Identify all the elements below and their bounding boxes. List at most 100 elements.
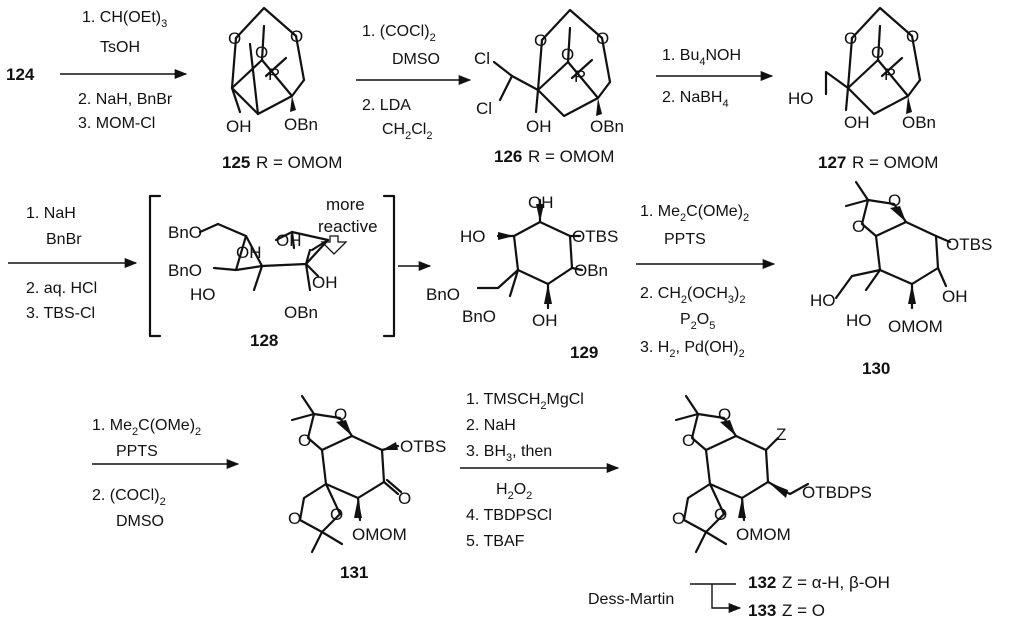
atom-OH: OH xyxy=(526,117,552,136)
atom-OMOM: OMOM xyxy=(352,525,407,544)
atom-R: R xyxy=(574,67,586,86)
step5-reagent-1: 1. Me2C(OMe)2 xyxy=(640,203,749,224)
atom-HO: HO xyxy=(190,285,216,304)
atom-OTBS: OTBS xyxy=(400,437,446,456)
atom-OTBS: OTBS xyxy=(946,235,992,254)
structure-132: O O Z OTBDPS O O OMOM xyxy=(672,394,872,554)
atom-OMOM: OMOM xyxy=(888,317,943,336)
atom-OH: OH xyxy=(236,243,262,262)
step2-reagent-2: DMSO xyxy=(392,51,440,68)
atom-OTBS: OTBS xyxy=(572,227,618,246)
atom-OBn: OBn xyxy=(902,113,936,132)
atom-OTBDPS: OTBDPS xyxy=(802,483,872,502)
atom-Cl: Cl xyxy=(474,49,490,68)
atom-R: R xyxy=(884,65,896,84)
atom-O: O xyxy=(290,27,303,46)
step7-reagent-6: 5. TBAF xyxy=(466,533,525,550)
atom-O: O xyxy=(334,405,347,424)
atom-O: O xyxy=(596,29,609,48)
step2-reagent-1: 1. (COCl)2 xyxy=(362,23,436,44)
atom-O: O xyxy=(718,405,731,424)
z-label-133: Z = O xyxy=(782,601,825,620)
step7-reagent-5: 4. TBDPSCl xyxy=(466,507,552,524)
compound-number-129: 129 xyxy=(570,343,598,362)
atom-OMOM: OMOM xyxy=(736,525,791,544)
compound-number-125: 125 xyxy=(222,153,250,172)
atom-BnO: BnO xyxy=(462,307,496,326)
step2-reagent-3: 2. LDA xyxy=(362,97,411,114)
structure-127: O O O R HO OH OBn xyxy=(788,6,936,132)
step7-reagent-1: 1. TMSCH2MgCl xyxy=(466,391,584,412)
atom-HO: HO xyxy=(460,227,486,246)
atom-O: O xyxy=(534,31,547,50)
atom-O: O xyxy=(288,509,301,528)
atom-OBn: OBn xyxy=(590,117,624,136)
atom-R: R xyxy=(268,65,280,84)
atom-BnO: BnO xyxy=(168,223,202,242)
step6-reagent-4: DMSO xyxy=(116,513,164,530)
atom-HO: HO xyxy=(846,311,872,330)
step5-reagent-4: P2O5 xyxy=(680,311,715,332)
structure-130: O O OTBS OH HO HO OMOM xyxy=(810,180,992,336)
structure-126: O O O R Cl Cl OH OBn xyxy=(474,8,624,136)
atom-BnO: BnO xyxy=(168,261,202,280)
atom-OH: OH xyxy=(276,231,302,250)
step1-reagent-1: 1. CH(OEt)3 xyxy=(82,9,167,30)
z-label-132: Z = α-H, β-OH xyxy=(782,573,890,592)
dess-martin-arrow xyxy=(711,584,742,614)
step7-reagent-4: H2O2 xyxy=(496,481,532,502)
atom-Cl: Cl xyxy=(476,99,492,118)
atom-OH: OH xyxy=(226,117,252,136)
step4-reagent-3: 2. aq. HCl xyxy=(26,280,97,297)
atom-O: O xyxy=(330,505,343,524)
atom-OBn: OBn xyxy=(284,115,318,134)
atom-O: O xyxy=(398,489,411,508)
step1-reagent-3: 2. NaH, BnBr xyxy=(78,91,173,108)
atom-O: O xyxy=(672,509,685,528)
atom-O: O xyxy=(906,27,919,46)
step4-reagent-4: 3. TBS-Cl xyxy=(26,305,95,322)
step7-reagent-2: 2. NaH xyxy=(466,417,516,434)
step5-reagent-2: PPTS xyxy=(664,231,706,248)
step6-reagent-1: 1. Me2C(OMe)2 xyxy=(92,417,201,438)
atom-O: O xyxy=(888,191,901,210)
step6-reagent-2: PPTS xyxy=(116,443,158,460)
atom-OBn: OBn xyxy=(574,261,608,280)
atom-O: O xyxy=(255,43,268,62)
step7-reagent-3: 3. BH3, then xyxy=(466,443,552,464)
step3-reagent-2: 2. NaBH4 xyxy=(662,89,729,110)
hollow-down-arrow-icon xyxy=(320,235,348,255)
atom-HO: HO xyxy=(788,89,814,108)
step4-reagent-1: 1. NaH xyxy=(26,205,76,222)
atom-OBn: OBn xyxy=(284,303,318,322)
step5-reagent-3: 2. CH2(OCH3)2 xyxy=(640,285,746,306)
atom-O: O xyxy=(561,45,574,64)
compound-number-132: 132 xyxy=(748,573,776,592)
structure-131: O O OTBS O O O OMOM xyxy=(288,394,446,554)
structure-128: BnO BnO OH OH HO OH OBn xyxy=(168,222,338,322)
more-reactive-note-line1: more xyxy=(326,195,365,214)
more-reactive-note-line2: reactive xyxy=(318,217,378,236)
compound-number-127: 127 xyxy=(818,153,846,172)
step3-reagent-1: 1. Bu4NOH xyxy=(662,47,741,68)
step1-reagent-2: TsOH xyxy=(100,39,140,56)
compound-number-133: 133 xyxy=(748,601,776,620)
left-bracket xyxy=(148,194,162,338)
atom-Z: Z xyxy=(776,425,786,444)
compound-number-128: 128 xyxy=(250,331,278,350)
compound-number-126: 126 xyxy=(494,147,522,166)
step1-reagent-4: 3. MOM-Cl xyxy=(78,115,155,132)
compound-number-130: 130 xyxy=(862,359,890,378)
r-label-126: R = OMOM xyxy=(528,147,614,166)
atom-OH: OH xyxy=(528,193,554,212)
atom-OH: OH xyxy=(844,113,870,132)
structure-125: O O O R OH OBn xyxy=(226,6,318,136)
atom-O: O xyxy=(228,29,241,48)
step2-reagent-4: CH2Cl2 xyxy=(382,121,432,142)
step4-reagent-2: BnBr xyxy=(46,231,82,248)
atom-OH: OH xyxy=(942,287,968,306)
structure-129: HO OH OTBS OBn BnO BnO OH xyxy=(426,193,618,330)
atom-O: O xyxy=(871,43,884,62)
right-bracket xyxy=(382,194,396,338)
